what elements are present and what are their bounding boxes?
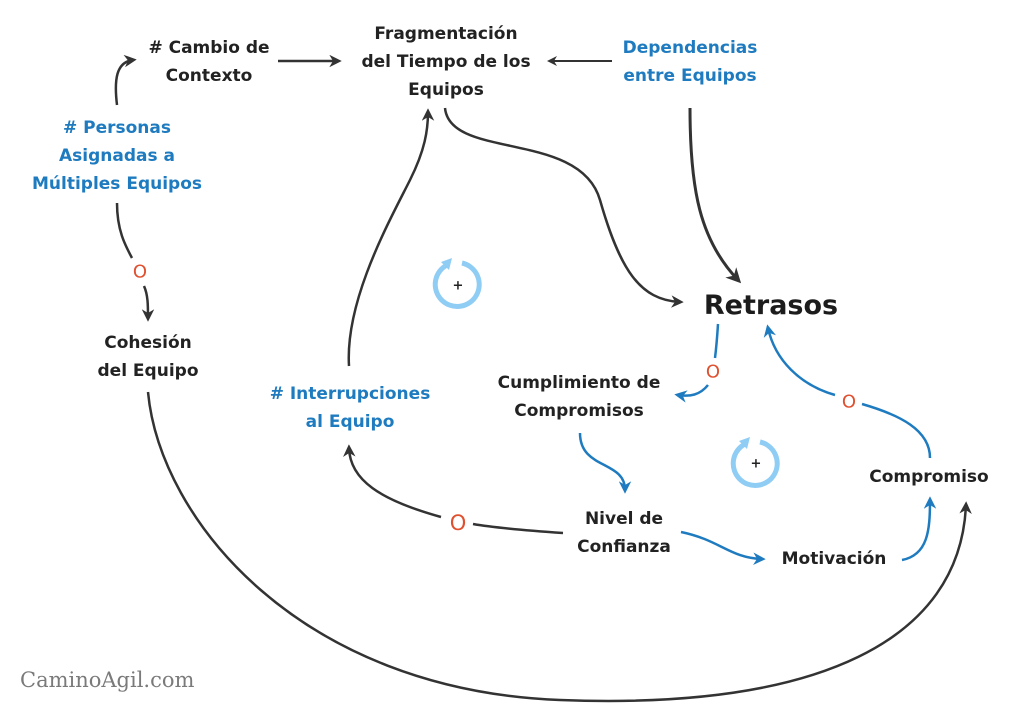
loop-arrowhead-icon [739,437,750,449]
node-line: Confianza [577,537,671,557]
node-personas-asignadas: # Personas Asignadas a Múltiples Equipos [32,114,202,198]
polarity-marker-nivel-interrupciones: O [449,511,467,535]
loop-marker-reinforcing-1 [432,258,482,309]
link-interrupciones-to-fragmentacion [347,108,435,367]
node-line: Múltiples Equipos [31,174,203,194]
link-nivel-to-interrupciones-a [472,522,564,535]
node-cumplimiento: Cumplimiento de Compromisos [498,369,661,425]
polarity-marker-retrasos-cumplimiento: O [705,361,721,383]
node-line: Nivel de [584,509,664,529]
link-fragmentacion-to-retrasos [443,107,684,308]
node-line: Cumplimiento de [497,373,661,393]
loop-marker-reinforcing-2 [730,437,780,488]
node-line: Contexto [165,66,253,86]
link-retrasos-to-cumplimiento-a [713,323,720,359]
link-personas-to-cohesion-a [115,202,134,259]
node-line: Dependencias [622,38,758,58]
loop-sign-reinforcing-2: + [750,456,762,472]
node-line: entre Equipos [623,66,757,86]
node-line: del Tiempo de los [361,52,531,72]
watermark: CaminoAgil.com [20,668,195,692]
loop-ring-icon [730,439,780,488]
polarity-marker-personas-cohesion: O [132,261,148,283]
link-personas-to-cambio [114,54,137,106]
loop-arrowhead-icon [441,258,452,270]
node-compromiso: Compromiso [869,463,988,491]
node-line: Fragmentación [374,24,518,44]
node-interrupciones: # Interrupciones al Equipo [270,380,431,436]
loop-sign-reinforcing-1: + [452,278,464,294]
node-cambio-de-contexto: # Cambio de Contexto [148,34,269,90]
loop-ring-icon [432,260,482,309]
node-line: Equipos [408,80,484,100]
node-line: Compromiso [869,467,989,487]
link-compromiso-to-retrasos-a [861,402,932,459]
node-nivel-de-confianza: Nivel de Confianza [577,505,671,561]
link-cumplimiento-to-nivel [578,432,632,494]
node-line: # Interrupciones [269,384,431,404]
link-compromiso-to-retrasos-b [763,324,836,397]
node-cohesion: Cohesión del Equipo [97,329,198,385]
link-personas-to-cohesion-b [141,285,155,322]
node-line: # Cambio de [148,38,270,58]
node-line: Cohesión [104,333,192,353]
node-line: # Personas [62,118,172,138]
link-nivel-to-interrupciones-b [343,444,442,519]
link-retrasos-to-cumplimiento-b [674,384,709,403]
node-line: Compromisos [514,401,644,421]
node-line: Motivación [781,549,887,569]
link-motivacion-to-compromiso [901,496,937,562]
node-motivacion: Motivación [782,545,887,573]
node-retrasos: Retrasos [704,289,838,323]
polarity-marker-compromiso-retrasos: O [841,391,857,413]
node-line: del Equipo [97,361,199,381]
node-line: Asignadas a [58,146,175,166]
node-dependencias: Dependencias entre Equipos [623,34,758,90]
link-cohesion-to-compromiso [146,391,972,703]
node-fragmentacion: Fragmentación del Tiempo de los Equipos [361,20,530,104]
link-nivel-to-motivacion [680,530,766,565]
node-line: Retrasos [703,290,839,321]
link-dependencias-to-retrasos [688,107,742,284]
node-line: al Equipo [305,412,395,432]
